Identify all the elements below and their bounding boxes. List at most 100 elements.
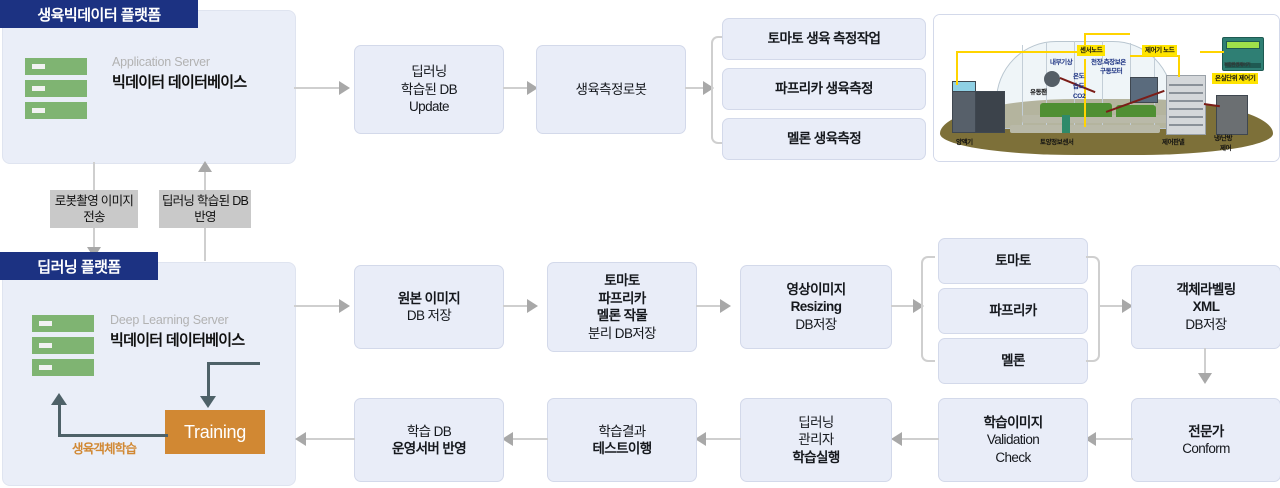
connector-traindb-to-panel bbox=[305, 438, 355, 440]
connector-db-to-training-h bbox=[208, 362, 260, 365]
chip-db-apply-line1: 딥러닝 학습된 bbox=[161, 194, 230, 208]
label-circulation-fan: 유동팬 bbox=[1030, 89, 1047, 97]
label-text: 제어판넬 bbox=[1162, 139, 1185, 146]
label-text: 내부기상 bbox=[1050, 59, 1073, 66]
label-text: 온실단위 제어기 bbox=[1215, 74, 1256, 82]
box-line-2: XML bbox=[1192, 299, 1220, 315]
arrow-left-to-traindb bbox=[502, 432, 513, 446]
connector-robot-capture-line-bottom bbox=[93, 228, 95, 248]
box-branch-tomato[interactable]: 토마토 bbox=[938, 238, 1088, 284]
arrow-right-to-branch bbox=[703, 81, 714, 95]
box-train-db-apply-server[interactable]: 학습 DB 운영서버 반영 bbox=[354, 398, 504, 482]
box-line-2: Conform bbox=[1182, 441, 1230, 456]
bracket-mid-branch-left bbox=[921, 256, 935, 362]
label-nutrient-supply: 양액기 bbox=[956, 139, 973, 147]
box-line-2: 관리자 bbox=[798, 432, 834, 448]
yellow-line bbox=[1084, 33, 1086, 53]
chip-db-apply-line2: DB반영 bbox=[194, 194, 249, 224]
label-control-panel: 제어판넬 bbox=[1162, 139, 1185, 147]
arrow-right-to-split bbox=[527, 299, 538, 313]
box-melon-growth-measure[interactable]: 멜론 생육측정 bbox=[722, 118, 926, 160]
loop-label-text: 생육객체학습 bbox=[72, 442, 137, 456]
box-train-result-test[interactable]: 학습결과 테스트이행 bbox=[547, 398, 697, 482]
box-object-labeling-xml[interactable]: 객체라벨링 XML DB저장 bbox=[1131, 265, 1280, 349]
nutrient-supply-top bbox=[952, 81, 976, 92]
connector-midbranch-to-labeling bbox=[1098, 305, 1124, 307]
box-original-image-db[interactable]: 원본 이미지 DB 저장 bbox=[354, 265, 504, 349]
server-main-line2: 데이터베이스 bbox=[167, 74, 247, 91]
box-deeplearning-db-update[interactable]: 딥러닝 학습된 DB Update bbox=[354, 45, 504, 134]
box-paprika-growth-measure[interactable]: 파프리카 생육측정 bbox=[722, 68, 926, 110]
crop-row bbox=[1040, 103, 1112, 117]
chip-robot-capture-line2: 이미지전송 bbox=[83, 194, 134, 224]
box-tomato-growth-task[interactable]: 토마토 생육 측정작업 bbox=[722, 18, 926, 60]
box-line-2: Resizing bbox=[790, 299, 842, 315]
label-controller-node: 제어기 노드 bbox=[1142, 45, 1178, 56]
arrow-left-to-validation bbox=[1085, 432, 1096, 446]
greenhouse-rib bbox=[1102, 41, 1103, 125]
chip-robot-capture-line1: 로봇촬영 bbox=[54, 194, 99, 208]
box-line-3: DB저장 bbox=[1185, 316, 1227, 332]
yellow-line bbox=[1178, 55, 1180, 77]
panel-title-deep-learning-platform: 딥러닝 플랫폼 bbox=[0, 252, 158, 280]
box-line-1: 멜론 생육측정 bbox=[786, 131, 862, 147]
label-text: 복합환경제어기 bbox=[1224, 62, 1251, 67]
chip-deeplearning-db-apply: 딥러닝 학습된 DB반영 bbox=[159, 190, 251, 228]
box-deeplearning-manager-train[interactable]: 딥러닝 관리자 학습실행 bbox=[740, 398, 892, 482]
server-sub-line1: Application bbox=[112, 55, 171, 69]
box-line-2: DB 저장 bbox=[406, 308, 452, 323]
training-box[interactable]: Training bbox=[165, 410, 265, 454]
label-text: 구동모터 bbox=[1100, 68, 1123, 75]
box-line-2: 학습된 DB bbox=[400, 81, 458, 97]
box-growth-measure-robot[interactable]: 생육측정로봇 bbox=[536, 45, 686, 134]
label-text: 토양정보센서 bbox=[1040, 139, 1074, 146]
server-main-line1-dl: 빅데이터 bbox=[110, 332, 163, 349]
arrow-left-to-test bbox=[695, 432, 706, 446]
loop-label-growth-object-learning: 생육객체학습 bbox=[72, 438, 137, 457]
server-label-application: Application Server 빅데이터 데이터베이스 bbox=[112, 55, 247, 92]
connector-robot-capture-line-top bbox=[93, 162, 95, 190]
box-branch-melon[interactable]: 멜론 bbox=[938, 338, 1088, 384]
label-sensor-node: 센서노드 bbox=[1077, 45, 1106, 56]
arrow-right-to-midbranch bbox=[913, 299, 924, 313]
bracket-top-branch bbox=[711, 36, 725, 144]
box-line-3: DB저장 bbox=[795, 316, 837, 332]
bracket-mid-branch-right bbox=[1086, 256, 1100, 362]
box-branch-paprika[interactable]: 파프리카 bbox=[938, 288, 1088, 334]
box-line-1: 영상이미지 bbox=[786, 281, 846, 297]
connector-test-to-traindb bbox=[512, 438, 548, 440]
server-rack-icon-dl bbox=[32, 315, 94, 377]
label-text: 냉/난방 bbox=[1214, 135, 1233, 142]
connector-panel-to-deeplearning-update bbox=[294, 87, 340, 89]
arrow-left-to-dlpanel bbox=[295, 432, 306, 446]
nutrient-supply-machine-2 bbox=[975, 91, 1005, 133]
box-crop-split-db[interactable]: 토마토 파프리카 멜론 작물 분리 DB저장 bbox=[547, 262, 697, 352]
training-label: Training bbox=[184, 421, 246, 442]
label-text: 습도 bbox=[1073, 83, 1085, 90]
box-line-2: 파프리카 bbox=[598, 290, 646, 306]
arrow-up-db-apply bbox=[198, 161, 212, 172]
label-co2: CO2 bbox=[1073, 93, 1086, 101]
control-panel-box bbox=[1166, 75, 1206, 135]
box-line-1: 딥러닝 bbox=[411, 64, 447, 80]
connector-original-to-split bbox=[503, 305, 531, 307]
arrow-down-db-to-training bbox=[200, 396, 216, 408]
box-line-1: 토마토 생육 측정작업 bbox=[767, 31, 881, 47]
box-image-resizing-db[interactable]: 영상이미지 Resizing DB저장 bbox=[740, 265, 892, 349]
connector-resizing-to-midbranch bbox=[891, 305, 915, 307]
connector-update-to-robot bbox=[503, 87, 531, 89]
box-train-image-validation[interactable]: 학습이미지 Validation Check bbox=[938, 398, 1088, 482]
label-text: 제어기 노드 bbox=[1145, 46, 1175, 54]
planting-bed bbox=[1022, 115, 1172, 123]
greenhouse-rib bbox=[1022, 45, 1023, 125]
server-main-line1: 빅데이터 bbox=[112, 74, 165, 91]
yellow-line bbox=[1200, 51, 1224, 53]
server-sub-line2: Server bbox=[174, 55, 210, 69]
connector-dlpanel-to-original-image bbox=[294, 305, 340, 307]
label-text: 온도 bbox=[1073, 73, 1085, 80]
box-line-1: 파프리카 생육측정 bbox=[775, 81, 873, 97]
box-line-1: 딥러닝 bbox=[798, 414, 834, 430]
box-line-3: Check bbox=[995, 449, 1031, 465]
box-expert-conform[interactable]: 전문가 Conform bbox=[1131, 398, 1280, 482]
